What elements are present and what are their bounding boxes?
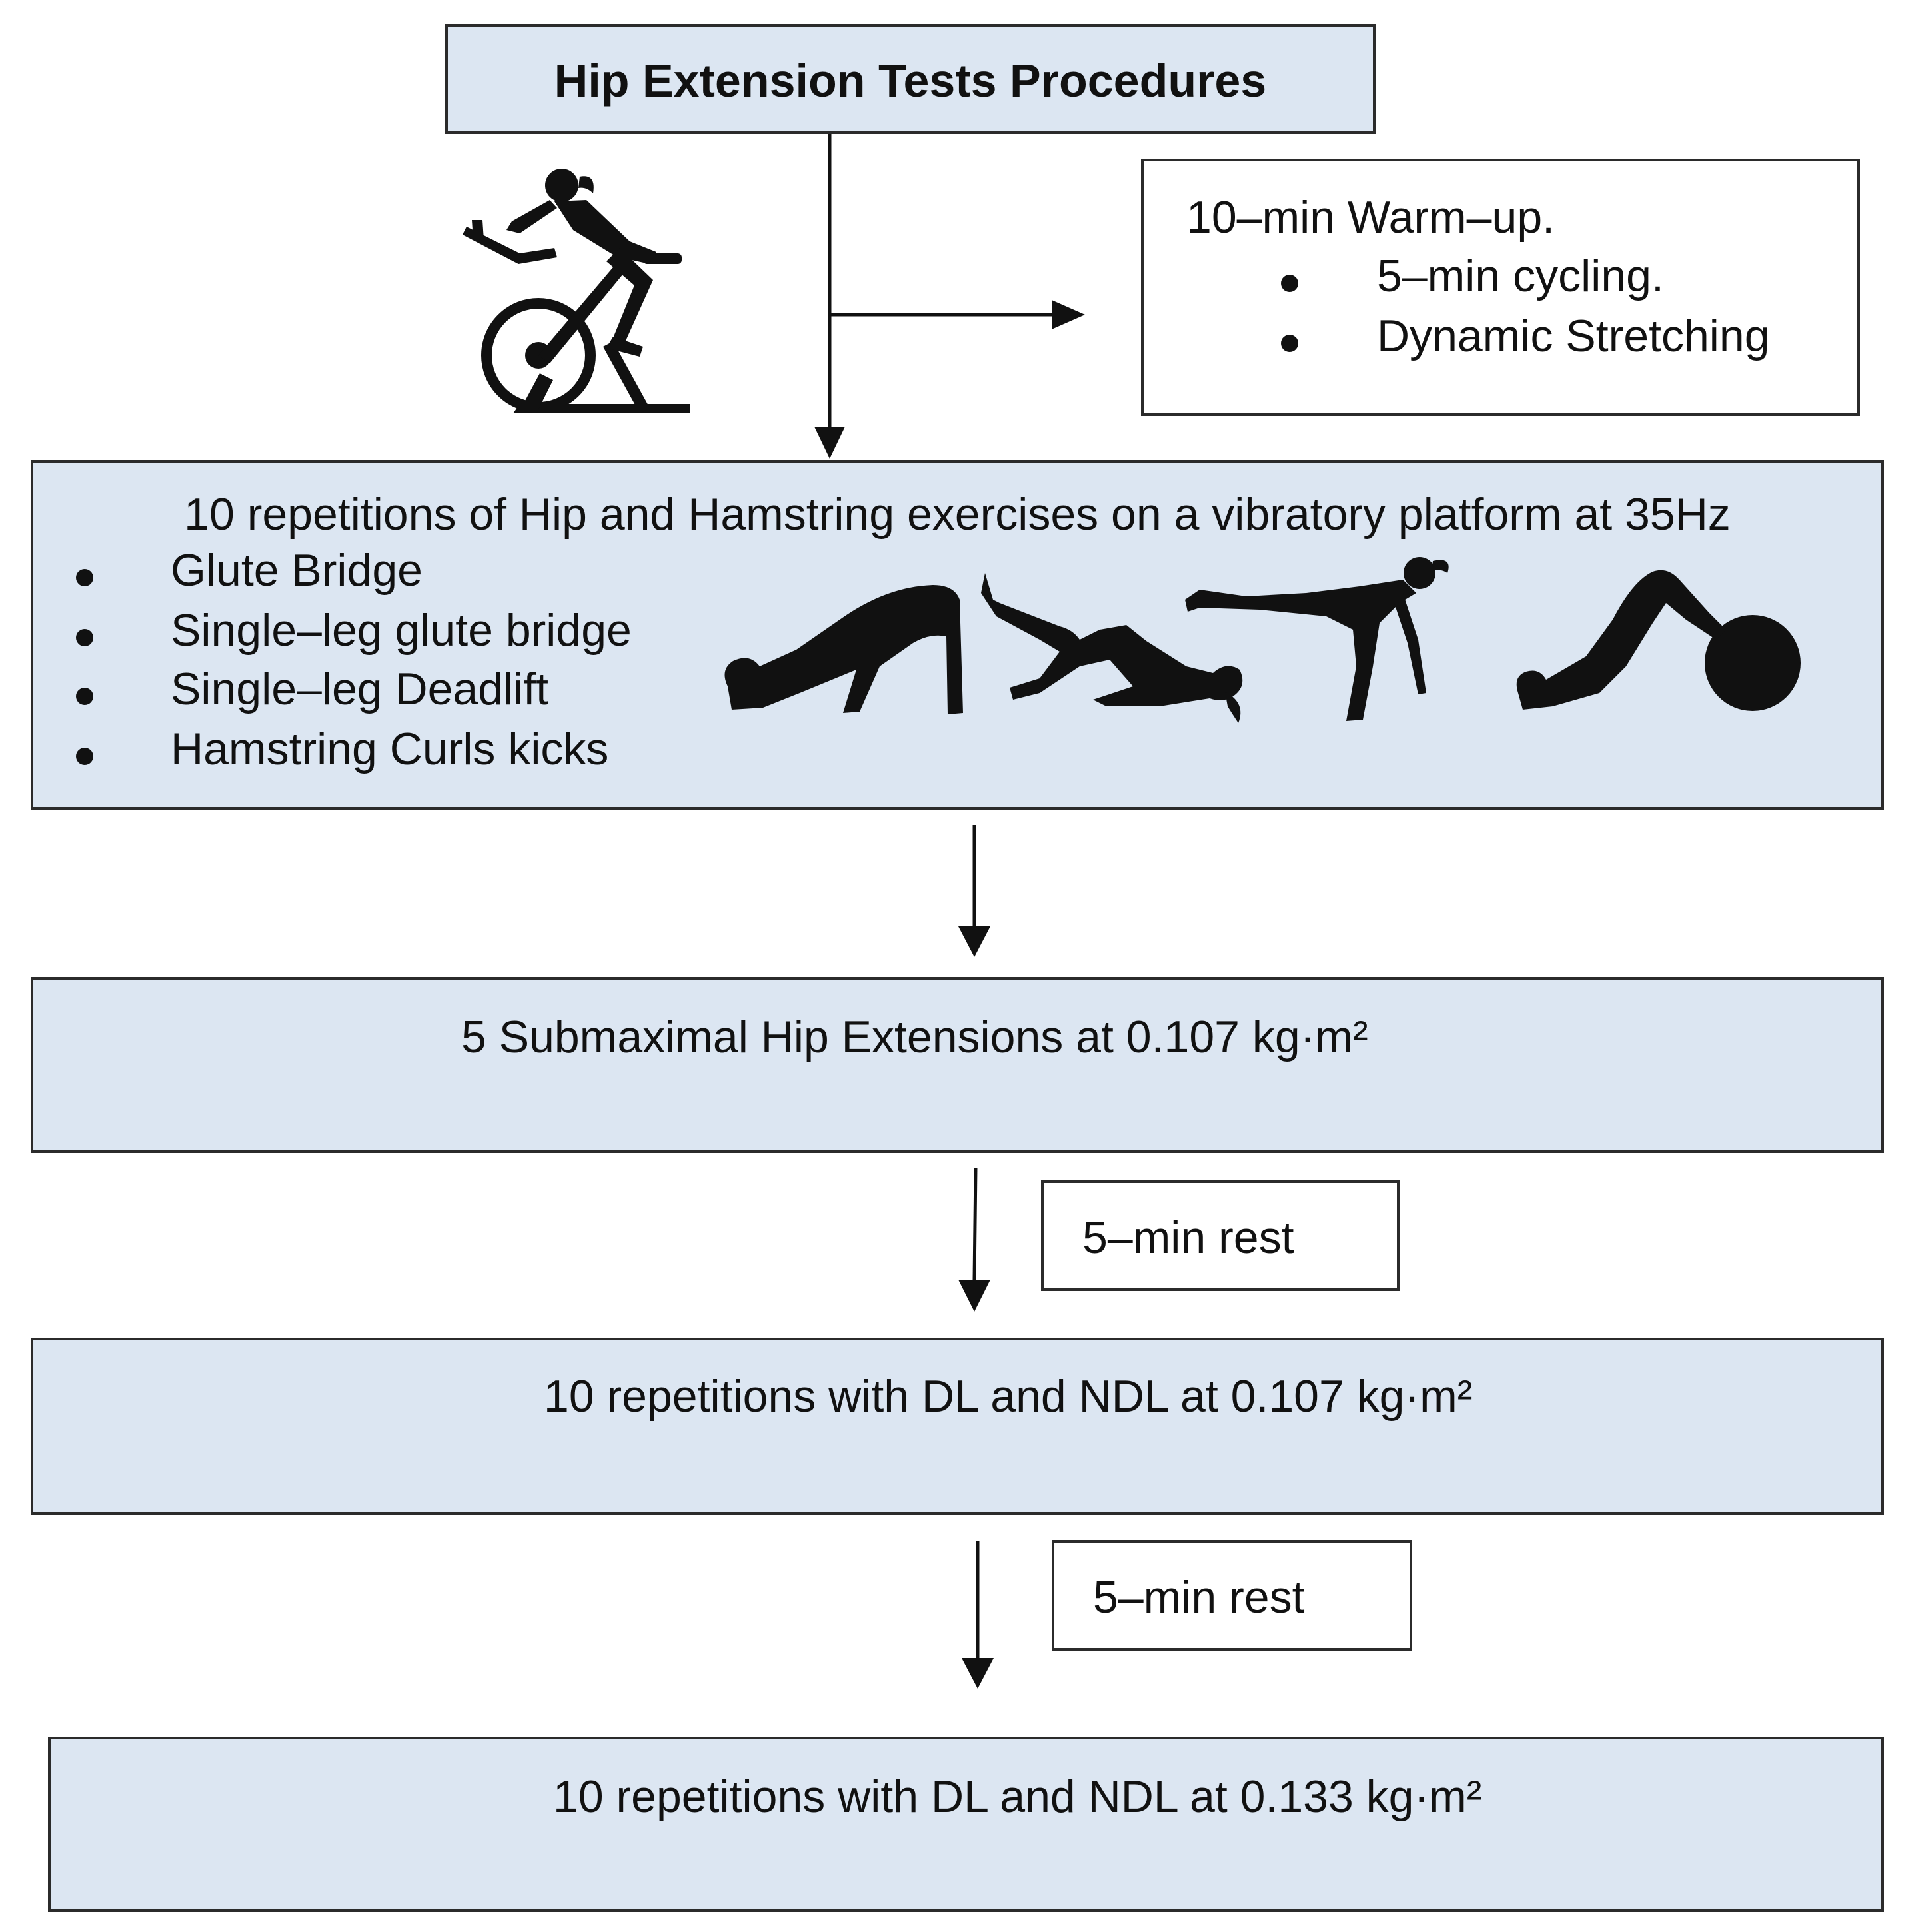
exercise-item-single-leg-deadlift: Single–leg Deadlift	[171, 664, 549, 714]
submaximal-step-text: 5 Submaximal Hip Extensions at 0.107 kg·…	[461, 1012, 1368, 1062]
exercise-bullet-2	[76, 629, 93, 646]
exercise-item-single-leg-glute-bridge: Single–leg glute bridge	[171, 605, 632, 656]
warmup-box: 10–min Warm–up. 5–min cycling. Dynamic S…	[1141, 159, 1860, 416]
arrowhead-step1-to-step2	[958, 1280, 990, 1312]
exercise-bullet-1	[76, 569, 93, 586]
rest-text-2: 5–min rest	[1093, 1572, 1305, 1623]
arrowhead-exercises-to-step1	[958, 926, 990, 957]
exercises-heading: 10 repetitions of Hip and Hamstring exer…	[184, 489, 1731, 540]
rest-text-1: 5–min rest	[1082, 1212, 1294, 1263]
dl-ndl-0133-step-box: 10 repetitions with DL and NDL at 0.133 …	[48, 1737, 1884, 1912]
dl-ndl-0107-step-box: 10 repetitions with DL and NDL at 0.107 …	[31, 1338, 1884, 1515]
exercise-item-glute-bridge: Glute Bridge	[171, 545, 423, 596]
warmup-bullet-2	[1281, 335, 1298, 352]
connector-step1-to-step2	[972, 1167, 978, 1280]
arrowhead-to-warmup	[1052, 300, 1085, 329]
diagram-title: Hip Extension Tests Procedures	[554, 55, 1267, 107]
exercise-bullet-3	[76, 688, 93, 705]
arrowhead-step2-to-step3	[962, 1658, 994, 1689]
dl-ndl-0133-step-text: 10 repetitions with DL and NDL at 0.133 …	[553, 1771, 1482, 1822]
submaximal-step-box: 5 Submaximal Hip Extensions at 0.107 kg·…	[31, 977, 1884, 1153]
stationary-bike-cyclist-icon	[463, 169, 690, 413]
exercise-bullet-4	[76, 748, 93, 765]
exercises-box: 10 repetitions of Hip and Hamstring exer…	[31, 460, 1884, 810]
warmup-item-1: 5–min cycling.	[1377, 251, 1664, 301]
rest-box-2: 5–min rest	[1052, 1540, 1412, 1651]
warmup-bullet-1	[1281, 275, 1298, 292]
rest-box-1: 5–min rest	[1041, 1180, 1400, 1291]
title-box: Hip Extension Tests Procedures	[445, 24, 1376, 134]
dl-ndl-0107-step-text: 10 repetitions with DL and NDL at 0.107 …	[544, 1371, 1473, 1422]
arrowhead-title-to-exercises	[814, 427, 845, 459]
exercise-item-hamstring-curls: Hamstring Curls kicks	[171, 724, 609, 774]
warmup-item-2: Dynamic Stretching	[1377, 311, 1770, 361]
warmup-heading: 10–min Warm–up.	[1186, 192, 1555, 243]
